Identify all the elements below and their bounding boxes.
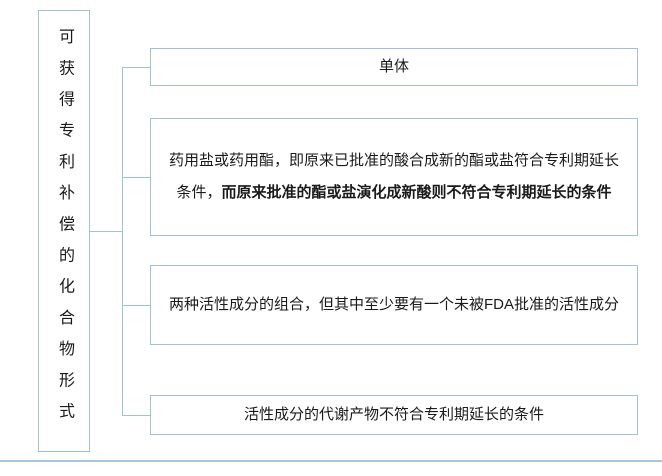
branch-node-label: 两种活性成分的组合，但其中至少要有一个未被FDA批准的活性成分 [168,296,619,313]
connector-branch-4 [122,415,150,416]
branch-node-label: 活性成分的代谢产物不符合专利期延长的条件 [243,406,544,423]
root-node-label: 可获得专利补偿的化合物形式 [56,28,73,434]
connector-branch-3 [122,305,150,306]
connector-root-stub [90,231,122,232]
connector-branch-1 [122,67,150,68]
branch-node-combination: 两种活性成分的组合，但其中至少要有一个未被FDA批准的活性成分 [150,265,638,345]
branch-node-text-bold: 而原来批准的酯或盐演化成新酸则不符合专利期延长的条件 [221,184,612,201]
connector-trunk [122,67,123,415]
branch-node-label: 单体 [378,58,409,75]
branch-node-metabolite: 活性成分的代谢产物不符合专利期延长的条件 [150,395,638,435]
branch-node-monomer: 单体 [150,48,638,86]
branch-node-salt-ester: 药用盐或药用酯，即原来已批准的酸合成新的酯或盐符合专利期延长条件，而原来批准的酯… [150,118,638,236]
root-node: 可获得专利补偿的化合物形式 [38,10,90,452]
connector-branch-2 [122,177,150,178]
bottom-divider [0,460,662,462]
branch-node-label: 药用盐或药用酯，即原来已批准的酸合成新的酯或盐符合专利期延长条件，而原来批准的酯… [165,145,623,209]
branch-node-text-regular: 药用盐或药用酯，即原来已批准的酸合成新的酯或盐符合专利期延长条件， [168,152,619,201]
